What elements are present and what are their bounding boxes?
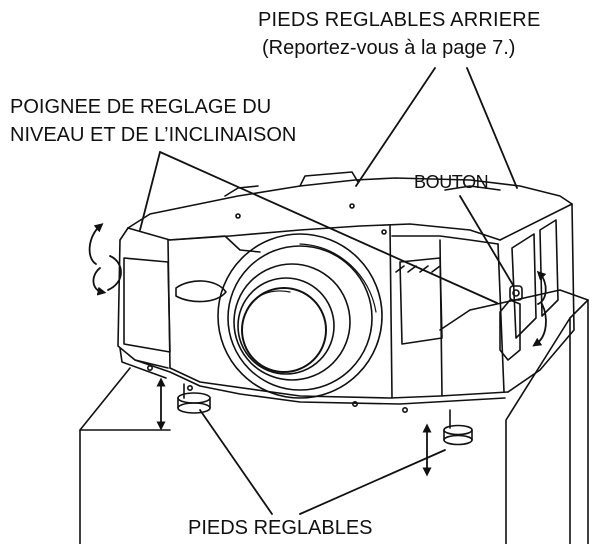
rear-feet-label: PIEDS REGLABLES ARRIERE	[258, 9, 541, 31]
front-feet-label: PIEDS REGLABLES	[188, 517, 373, 539]
front-right-foot	[443, 409, 473, 446]
rear-feet-page-reference: (Reportez-vous à la page 7.)	[262, 37, 516, 59]
projector-body	[117, 171, 575, 413]
curved-rotation-arrow-icon	[88, 223, 122, 296]
tilt-handle-label-line1: POIGNEE DE REGLAGE DU	[10, 96, 272, 118]
leader-lines	[139, 67, 518, 515]
button-label: BOUTON	[414, 172, 489, 192]
tilt-handle-label-line2: NIVEAU ET DE L’INCLINAISON	[10, 124, 297, 146]
projector-lens	[217, 233, 383, 399]
front-left-foot	[177, 383, 211, 414]
curved-rotation-arrow-icon	[532, 270, 547, 347]
